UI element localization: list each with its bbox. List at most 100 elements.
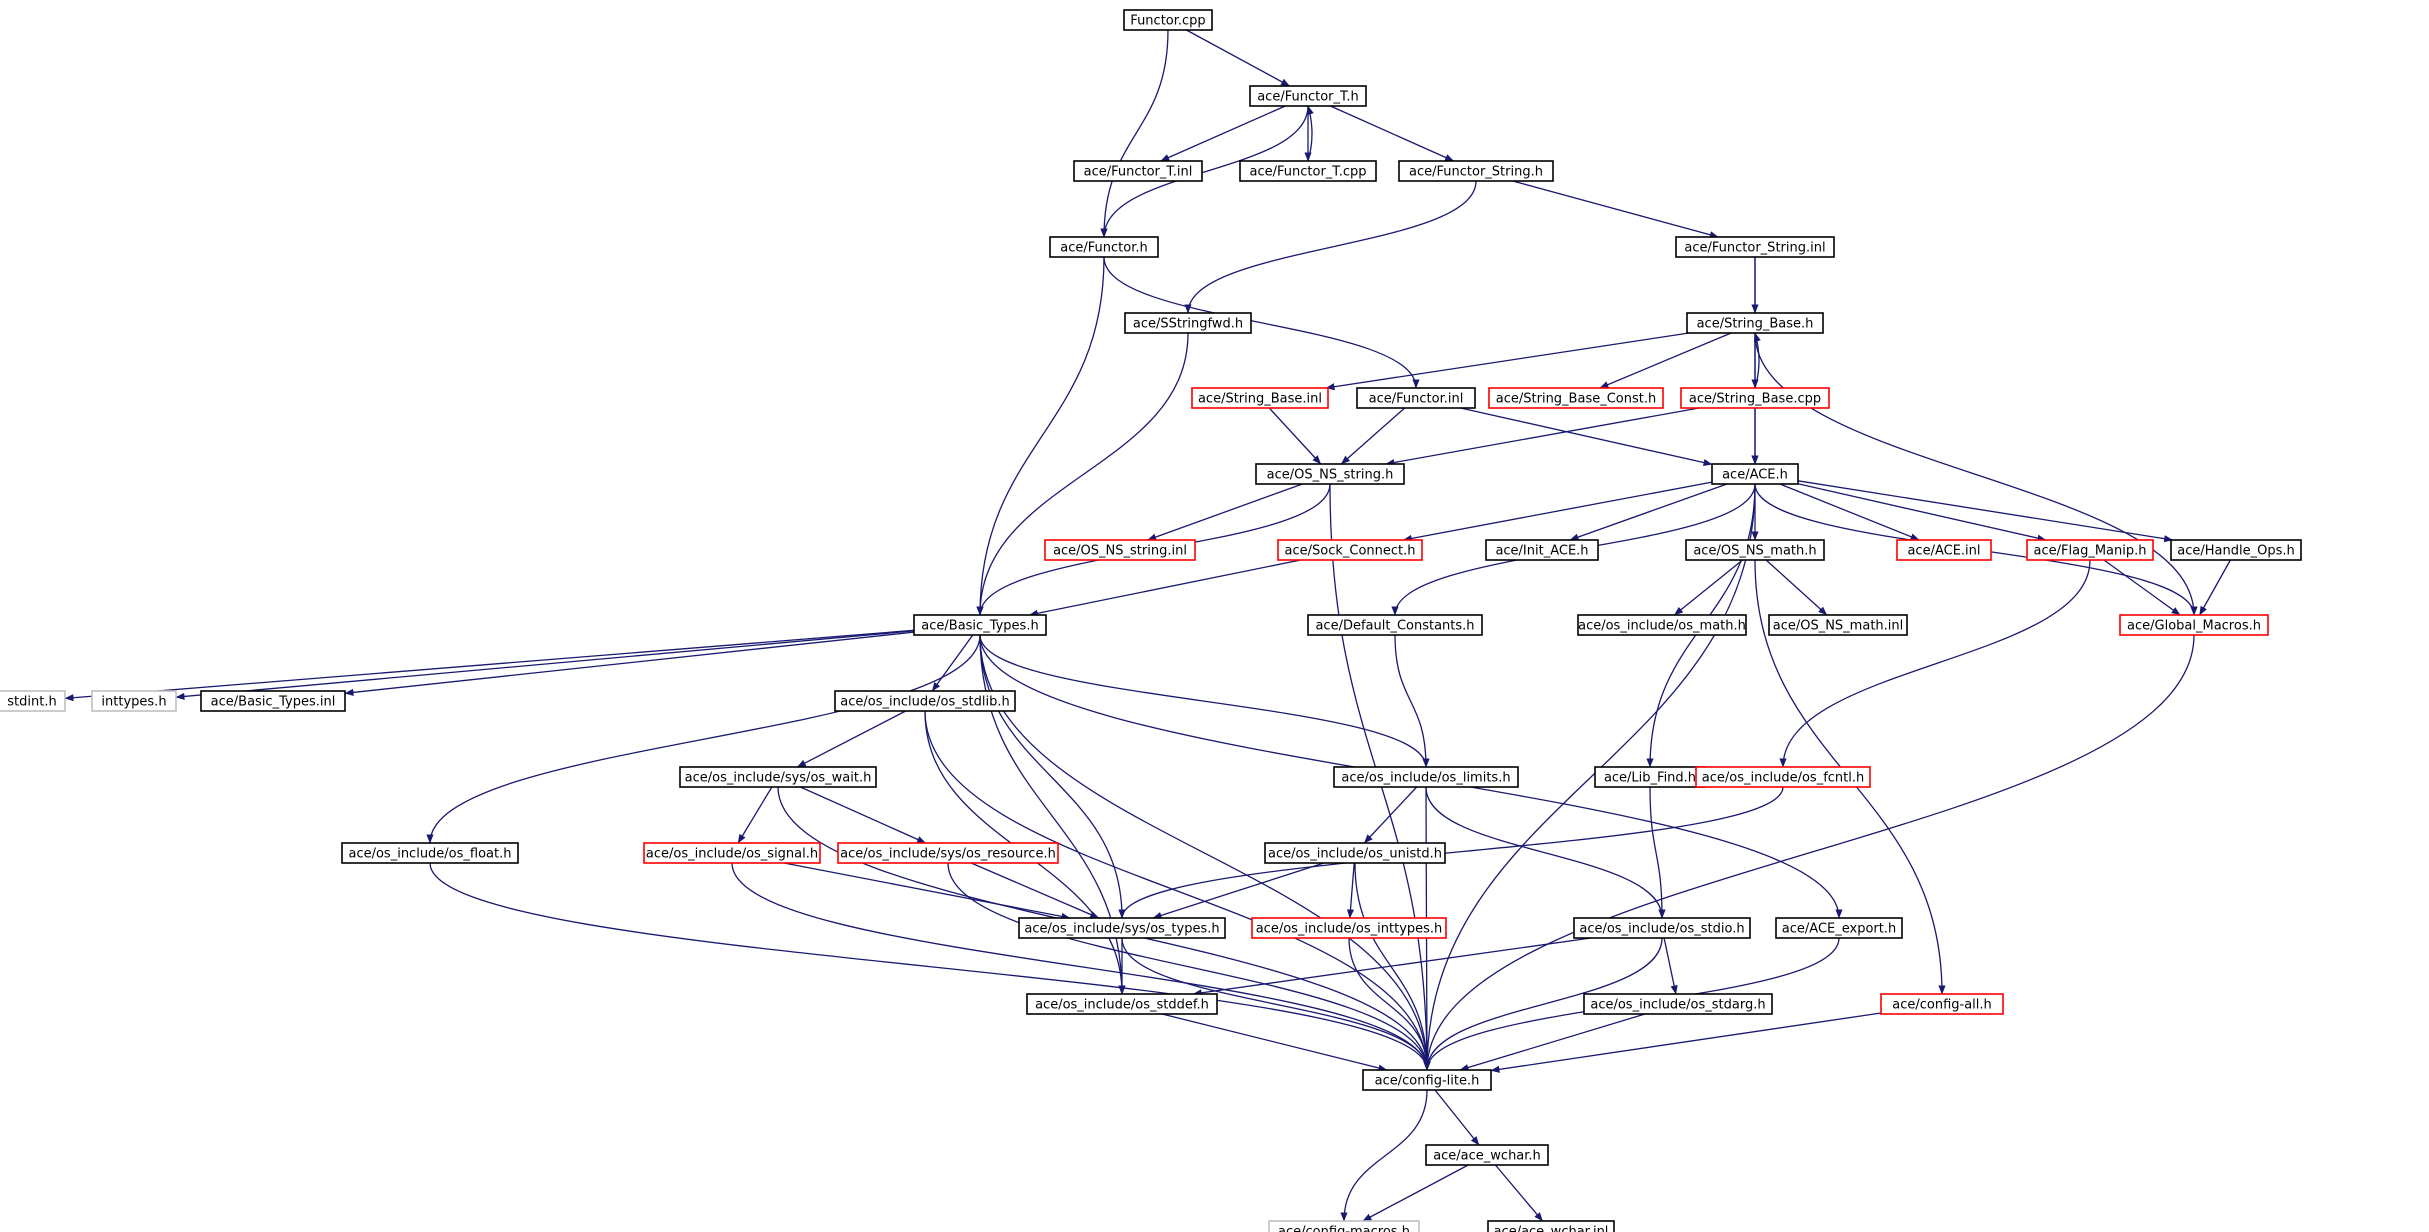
node-os_ns_string_h[interactable]: ace/OS_NS_string.h: [1255, 463, 1405, 485]
node-functor_t_inl[interactable]: ace/Functor_T.inl: [1073, 160, 1203, 182]
node-os_ns_math_h[interactable]: ace/OS_NS_math.h: [1685, 539, 1825, 561]
node-os_unistd_h[interactable]: ace/os_include/os_unistd.h: [1264, 842, 1446, 864]
node-default_constants_h[interactable]: ace/Default_Constants.h: [1307, 614, 1483, 636]
node-string_base_const_h[interactable]: ace/String_Base_Const.h: [1488, 387, 1664, 409]
node-box-handle_ops_h[interactable]: [2170, 539, 2302, 561]
node-functor_cpp[interactable]: Functor.cpp: [1123, 9, 1213, 31]
node-functor_t_h[interactable]: ace/Functor_T.h: [1249, 85, 1367, 107]
node-inttypes_h[interactable]: inttypes.h: [91, 690, 177, 712]
node-ace_export_h[interactable]: ace/ACE_export.h: [1775, 917, 1903, 939]
node-box-flag_manip_h[interactable]: [2026, 539, 2154, 561]
node-box-os_stddef_h[interactable]: [1026, 993, 1218, 1015]
node-box-sstringfwd_h[interactable]: [1124, 312, 1252, 334]
node-config_all_h[interactable]: ace/config-all.h: [1880, 993, 2004, 1015]
node-os_ns_string_inl[interactable]: ace/OS_NS_string.inl: [1044, 539, 1196, 561]
node-basic_types_inl[interactable]: ace/Basic_Types.inl: [200, 690, 346, 712]
node-os_stddef_h[interactable]: ace/os_include/os_stddef.h: [1026, 993, 1218, 1015]
node-box-string_base_h[interactable]: [1686, 312, 1824, 334]
node-box-config_all_h[interactable]: [1880, 993, 2004, 1015]
node-os_stdlib_h[interactable]: ace/os_include/os_stdlib.h: [834, 690, 1016, 712]
node-box-default_constants_h[interactable]: [1307, 614, 1483, 636]
node-os_float_h[interactable]: ace/os_include/os_float.h: [341, 842, 519, 864]
node-string_base_cpp[interactable]: ace/String_Base.cpp: [1680, 387, 1830, 409]
node-box-os_ns_string_h[interactable]: [1255, 463, 1405, 485]
node-box-config_macros_h[interactable]: [1268, 1220, 1420, 1232]
node-ace_wchar_inl[interactable]: ace/ace_wchar.inl: [1487, 1220, 1615, 1232]
node-os_inttypes_h[interactable]: ace/os_include/os_inttypes.h: [1251, 917, 1447, 939]
node-box-init_ace_h[interactable]: [1485, 539, 1599, 561]
node-box-os_wait_h[interactable]: [679, 766, 877, 788]
node-global_macros_h[interactable]: ace/Global_Macros.h: [2119, 614, 2269, 636]
node-flag_manip_h[interactable]: ace/Flag_Manip.h: [2026, 539, 2154, 561]
node-os_stdio_h[interactable]: ace/os_include/os_stdio.h: [1573, 917, 1751, 939]
node-ace_h[interactable]: ace/ACE.h: [1711, 463, 1799, 485]
node-box-os_float_h[interactable]: [341, 842, 519, 864]
node-box-os_fcntl_h[interactable]: [1695, 766, 1871, 788]
node-box-basic_types_inl[interactable]: [200, 690, 346, 712]
node-os_resource_h[interactable]: ace/os_include/sys/os_resource.h: [837, 842, 1059, 864]
node-box-functor_t_cpp[interactable]: [1239, 160, 1377, 182]
node-box-os_stdlib_h[interactable]: [834, 690, 1016, 712]
node-basic_types_h[interactable]: ace/Basic_Types.h: [913, 614, 1047, 636]
node-box-ace_inl[interactable]: [1896, 539, 1992, 561]
node-box-config_lite_h[interactable]: [1362, 1069, 1492, 1091]
node-string_base_inl[interactable]: ace/String_Base.inl: [1191, 387, 1329, 409]
node-box-os_stdarg_h[interactable]: [1583, 993, 1773, 1015]
node-box-functor_t_h[interactable]: [1249, 85, 1367, 107]
node-box-inttypes_h[interactable]: [91, 690, 177, 712]
node-box-os_ns_math_inl[interactable]: [1768, 614, 1908, 636]
node-os_limits_h[interactable]: ace/os_include/os_limits.h: [1333, 766, 1519, 788]
node-box-os_ns_string_inl[interactable]: [1044, 539, 1196, 561]
node-box-functor_t_inl[interactable]: [1073, 160, 1203, 182]
node-os_fcntl_h[interactable]: ace/os_include/os_fcntl.h: [1695, 766, 1871, 788]
node-os_stdarg_h[interactable]: ace/os_include/os_stdarg.h: [1583, 993, 1773, 1015]
node-box-os_stdio_h[interactable]: [1573, 917, 1751, 939]
node-sock_connect_h[interactable]: ace/Sock_Connect.h: [1277, 539, 1423, 561]
node-box-string_base_inl[interactable]: [1191, 387, 1329, 409]
node-box-os_include_os_math_h[interactable]: [1577, 614, 1747, 636]
node-box-ace_wchar_h[interactable]: [1425, 1144, 1549, 1166]
node-box-os_types_h[interactable]: [1018, 917, 1226, 939]
node-ace_inl[interactable]: ace/ACE.inl: [1896, 539, 1992, 561]
node-box-os_ns_math_h[interactable]: [1685, 539, 1825, 561]
node-config_lite_h[interactable]: ace/config-lite.h: [1362, 1069, 1492, 1091]
node-handle_ops_h[interactable]: ace/Handle_Ops.h: [2170, 539, 2302, 561]
node-stdint_h[interactable]: stdint.h: [0, 690, 66, 712]
node-functor_string_inl[interactable]: ace/Functor_String.inl: [1675, 236, 1835, 258]
node-box-functor_h[interactable]: [1049, 236, 1159, 258]
node-os_include_os_math_h[interactable]: ace/os_include/os_math.h: [1577, 614, 1747, 636]
node-string_base_h[interactable]: ace/String_Base.h: [1686, 312, 1824, 334]
node-ace_wchar_h[interactable]: ace/ace_wchar.h: [1425, 1144, 1549, 1166]
node-sstringfwd_h[interactable]: ace/SStringfwd.h: [1124, 312, 1252, 334]
node-os_wait_h[interactable]: ace/os_include/sys/os_wait.h: [679, 766, 877, 788]
node-functor_string_h[interactable]: ace/Functor_String.h: [1398, 160, 1554, 182]
node-os_types_h[interactable]: ace/os_include/sys/os_types.h: [1018, 917, 1226, 939]
node-functor_h[interactable]: ace/Functor.h: [1049, 236, 1159, 258]
node-box-os_inttypes_h[interactable]: [1251, 917, 1447, 939]
node-box-functor_string_inl[interactable]: [1675, 236, 1835, 258]
dependency-edges: [64, 29, 2231, 1222]
node-box-os_resource_h[interactable]: [837, 842, 1059, 864]
node-box-sock_connect_h[interactable]: [1277, 539, 1423, 561]
node-lib_find_h[interactable]: ace/Lib_Find.h: [1594, 766, 1706, 788]
node-box-ace_h[interactable]: [1711, 463, 1799, 485]
node-box-ace_wchar_inl[interactable]: [1487, 1220, 1615, 1232]
node-os_ns_math_inl[interactable]: ace/OS_NS_math.inl: [1768, 614, 1908, 636]
node-box-functor_string_h[interactable]: [1398, 160, 1554, 182]
node-config_macros_h[interactable]: ace/config-macros.h: [1268, 1220, 1420, 1232]
node-box-string_base_cpp[interactable]: [1680, 387, 1830, 409]
node-box-os_limits_h[interactable]: [1333, 766, 1519, 788]
node-box-global_macros_h[interactable]: [2119, 614, 2269, 636]
node-functor_inl[interactable]: ace/Functor.inl: [1356, 387, 1476, 409]
node-box-os_unistd_h[interactable]: [1264, 842, 1446, 864]
node-functor_t_cpp[interactable]: ace/Functor_T.cpp: [1239, 160, 1377, 182]
node-box-string_base_const_h[interactable]: [1488, 387, 1664, 409]
node-box-functor_inl[interactable]: [1356, 387, 1476, 409]
node-box-functor_cpp[interactable]: [1123, 9, 1213, 31]
node-box-ace_export_h[interactable]: [1775, 917, 1903, 939]
node-box-os_signal_h[interactable]: [643, 842, 821, 864]
node-box-stdint_h[interactable]: [0, 690, 66, 712]
node-os_signal_h[interactable]: ace/os_include/os_signal.h: [643, 842, 821, 864]
node-box-basic_types_h[interactable]: [913, 614, 1047, 636]
node-init_ace_h[interactable]: ace/Init_ACE.h: [1485, 539, 1599, 561]
